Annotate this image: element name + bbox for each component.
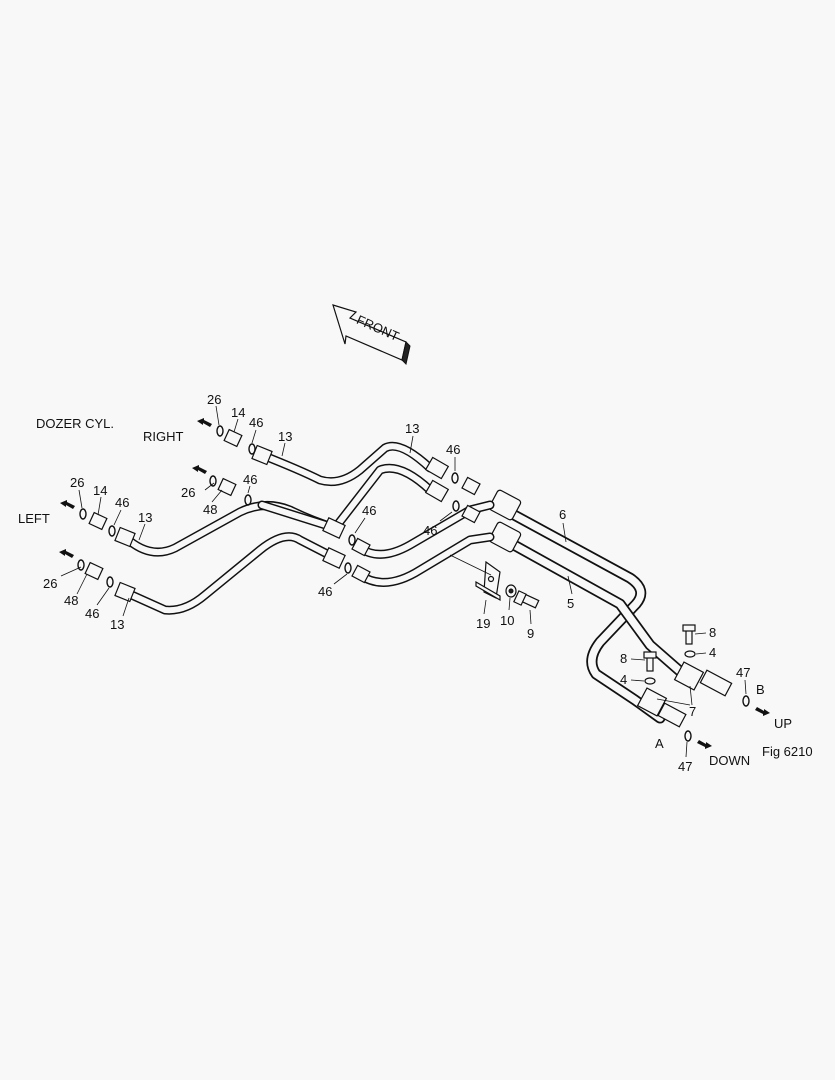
callout-14: 14 (93, 483, 107, 498)
callout-7: 7 (689, 704, 696, 719)
port-b-label: B (756, 682, 765, 697)
clamp-assembly (475, 560, 540, 609)
callout-4: 4 (709, 645, 716, 660)
callout-26: 26 (207, 392, 221, 407)
callout-26: 26 (43, 576, 57, 591)
callout-46: 46 (115, 495, 129, 510)
callout-13: 13 (405, 421, 419, 436)
port-a-label: A (655, 736, 664, 751)
callout-5: 5 (567, 596, 574, 611)
callout-48: 48 (203, 502, 217, 517)
tee-fitting-lower (488, 521, 522, 553)
callout-46: 46 (243, 472, 257, 487)
callout-8: 8 (620, 651, 627, 666)
right-label: RIGHT (143, 429, 184, 444)
callout-46: 46 (423, 523, 437, 538)
leader-lines (60, 405, 747, 758)
up-label: UP (774, 716, 792, 731)
callout-9: 9 (527, 626, 534, 641)
callout-46: 46 (85, 606, 99, 621)
callout-6: 6 (559, 507, 566, 522)
callout-19: 19 (476, 616, 490, 631)
callout-8: 8 (709, 625, 716, 640)
callout-46: 46 (249, 415, 263, 430)
callout-48: 48 (64, 593, 78, 608)
callout-26: 26 (181, 485, 195, 500)
callout-26: 26 (70, 475, 84, 490)
callout-13: 13 (138, 510, 152, 525)
callout-46: 46 (446, 442, 460, 457)
callout-13: 13 (110, 617, 124, 632)
callout-46: 46 (362, 503, 376, 518)
callout-14: 14 (231, 405, 245, 420)
hose-end-fittings (114, 444, 481, 603)
port-blocks (636, 624, 770, 749)
steel-tubes (499, 504, 696, 724)
callout-47: 47 (678, 759, 692, 774)
callout-13: 13 (278, 429, 292, 444)
tee-fitting-upper (488, 489, 522, 521)
callout-numbers: 26 14 46 13 26 48 46 26 14 46 13 26 48 4… (43, 392, 750, 774)
left-label: LEFT (18, 511, 50, 526)
down-label: DOWN (709, 753, 750, 768)
front-arrow: FRONT (332, 304, 411, 365)
dozer-cyl-title: DOZER CYL. (36, 416, 114, 431)
callout-47: 47 (736, 665, 750, 680)
callout-10: 10 (500, 613, 514, 628)
callout-46: 46 (318, 584, 332, 599)
cylinder-adapters (59, 418, 460, 588)
figure-id: Fig 6210 (762, 744, 813, 759)
callout-4: 4 (620, 672, 627, 687)
